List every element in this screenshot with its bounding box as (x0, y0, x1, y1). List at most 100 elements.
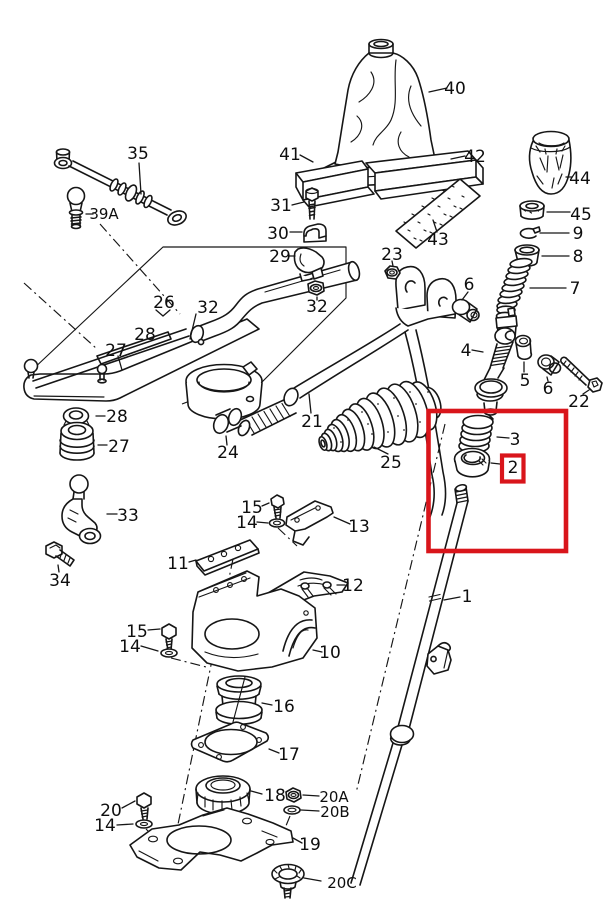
highlight-boxes (426, 408, 569, 554)
label-27-grommet: 27 (108, 437, 130, 457)
label-34: 34 (49, 571, 71, 591)
label-32-rod: 32 (197, 298, 219, 318)
part-16-bushing (215, 675, 263, 726)
label-45: 45 (570, 205, 592, 225)
label-44: 44 (569, 169, 591, 189)
part-18-ribbed-ring (195, 775, 251, 815)
part-10-mount-housing (191, 570, 318, 672)
label-2: 2 (508, 458, 519, 478)
part-6-bushing-lower (537, 354, 562, 376)
label-32-nut: 32 (306, 297, 328, 317)
part-6-bushing-upper (451, 298, 480, 323)
label-23: 23 (381, 245, 403, 265)
part-17-gasket (190, 721, 270, 763)
label-31: 31 (270, 196, 292, 216)
label-29: 29 (269, 247, 291, 267)
part-39a-ball-stud (66, 186, 86, 230)
label-30: 30 (267, 224, 289, 244)
part-7-spring (496, 257, 533, 310)
part-43-insulation-pad (395, 178, 481, 249)
label-3: 3 (510, 430, 521, 450)
label-28-upper: 28 (134, 325, 156, 345)
part-22-bolt (560, 356, 603, 393)
part-5-bushing (514, 334, 533, 361)
label-27-upper: 27 (105, 341, 127, 361)
label-13: 13 (348, 517, 370, 537)
label-4: 4 (461, 341, 472, 361)
part-20b-washer (283, 805, 301, 815)
label-17: 17 (278, 745, 300, 765)
part-32-clamp-nut (307, 280, 325, 296)
part-labels: 35 39A 40 41 42 43 44 45 9 8 7 23 31 30 … (49, 79, 592, 892)
label-20b: 20B (320, 803, 349, 821)
label-12: 12 (342, 576, 364, 596)
label-33: 33 (117, 506, 139, 526)
part-2-bearing-ring (453, 447, 491, 478)
highlight-box-main (426, 408, 569, 554)
part-31-clamp-bolt (305, 187, 319, 220)
label-14-lower: 14 (119, 637, 141, 657)
label-19: 19 (299, 835, 321, 855)
part-30-clamp-upper (303, 223, 327, 243)
label-9: 9 (573, 224, 584, 244)
label-5: 5 (520, 371, 531, 391)
part-14-washer-lower (160, 648, 178, 658)
label-15-upper: 15 (241, 498, 263, 518)
label-6-upper: 6 (464, 275, 475, 295)
label-14-bottom: 14 (94, 816, 116, 836)
boundary-fence-lines (29, 246, 347, 383)
label-16: 16 (273, 697, 295, 717)
part-15-bolt-upper (270, 494, 285, 519)
part-44-shift-knob (528, 130, 572, 195)
label-8: 8 (573, 247, 584, 267)
highlight-box-part-2 (499, 453, 526, 484)
part-8-spring-cup (514, 244, 540, 267)
leader-lines (57, 87, 590, 882)
part-9-clip (519, 226, 541, 239)
part-28-washer (62, 407, 90, 426)
part-34-bolt (45, 541, 75, 567)
part-14-washer-upper (268, 518, 286, 528)
label-15-lower: 15 (126, 622, 148, 642)
label-7: 7 (570, 279, 581, 299)
label-24: 24 (217, 443, 239, 463)
label-25: 25 (380, 453, 402, 473)
part-3-spring (458, 414, 494, 454)
part-41-trim-frame-left (295, 160, 375, 208)
part-20a-nut (285, 787, 302, 803)
part-11-plate (195, 539, 260, 576)
part-45-bushing-ring (519, 200, 545, 220)
part-19-cross-plate (129, 807, 294, 871)
part-20c-knurled-bolt (271, 863, 305, 899)
part-14-washer-bottom (135, 819, 153, 829)
label-22: 22 (568, 392, 590, 412)
part-13-bracket (285, 500, 334, 546)
label-21: 21 (301, 412, 323, 432)
label-1: 1 (462, 587, 473, 607)
part-4-shift-lever (474, 305, 518, 416)
label-42: 42 (464, 147, 486, 167)
label-20c: 20C (327, 874, 357, 892)
part-20-bolt (136, 792, 152, 820)
label-18: 18 (264, 786, 286, 806)
label-14-upper: 14 (236, 513, 258, 533)
part-23-nut (384, 265, 401, 280)
label-6-lower: 6 (543, 379, 554, 399)
part-25-bellows-boot (318, 380, 442, 453)
part-24-bushing (212, 387, 299, 437)
label-35: 35 (127, 144, 149, 164)
label-20a: 20A (319, 788, 349, 806)
label-39a: 39A (89, 205, 119, 223)
label-20: 20 (100, 801, 122, 821)
label-26: 26 (153, 293, 175, 313)
bellows-texture-dots (333, 391, 429, 443)
label-28-washer: 28 (106, 407, 128, 427)
part-1-shift-rod (350, 483, 469, 886)
part-29-clamp-saddle (293, 247, 325, 282)
label-11: 11 (167, 554, 189, 574)
label-10: 10 (319, 643, 341, 663)
label-40: 40 (444, 79, 466, 99)
part-15-bolt-lower (161, 623, 177, 651)
